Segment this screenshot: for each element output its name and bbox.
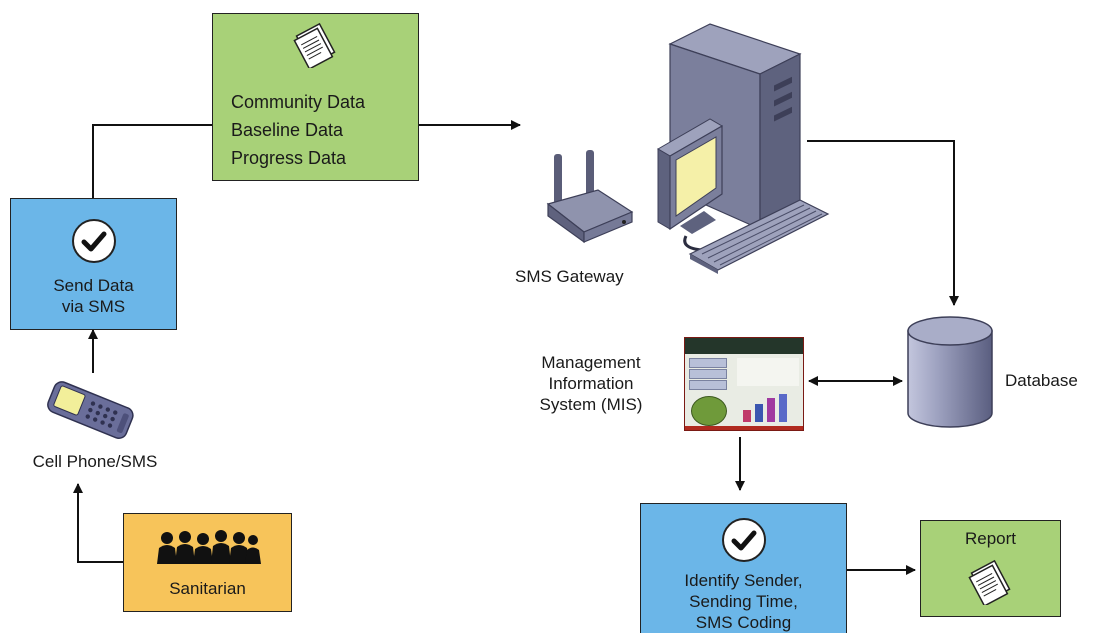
database-icon [907, 316, 993, 428]
data-type-community: Community Data [231, 92, 366, 112]
mis-screenshot [684, 337, 804, 431]
router-icon [546, 150, 634, 244]
send-data-box: Send Data via SMS [10, 198, 177, 330]
sanitarian-box: Sanitarian [123, 513, 292, 612]
document-icon [968, 559, 1011, 605]
data-types-box: Community Data Baseline Data Progress Da… [212, 13, 419, 181]
data-type-progress: Progress Data [231, 148, 347, 168]
checkmark-icon [72, 219, 116, 263]
send-data-line-2: via SMS [61, 297, 126, 316]
send-data-label: Send Data via SMS [11, 275, 176, 317]
identify-line-3: SMS Coding [695, 613, 792, 632]
data-type-baseline: Baseline Data [231, 120, 344, 140]
arrow-sanitarian-to-phone [73, 483, 123, 563]
identify-box: Identify Sender, Sending Time, SMS Codin… [640, 503, 847, 633]
arrow-send-to-data [92, 124, 212, 198]
data-types-list: Community Data Baseline Data Progress Da… [231, 88, 365, 172]
document-icon [293, 22, 336, 68]
identify-line-2: Sending Time, [689, 592, 798, 611]
checkmark-icon [722, 518, 766, 562]
cell-phone-icon [47, 381, 134, 439]
report-label: Report [964, 529, 1017, 548]
mis-label: Management Information System (MIS) [516, 352, 666, 415]
cell-phone-label: Cell Phone/SMS [32, 452, 158, 471]
send-data-line-1: Send Data [53, 276, 134, 295]
identify-label: Identify Sender, Sending Time, SMS Codin… [641, 570, 846, 633]
report-box: Report [920, 520, 1061, 617]
sms-gateway-label: SMS Gateway [515, 267, 624, 286]
identify-line-1: Identify Sender, [684, 571, 803, 590]
arrow-server-to-database [807, 140, 959, 306]
mis-label-line-3: System (MIS) [539, 395, 643, 414]
sanitarian-label: Sanitarian [169, 579, 246, 598]
database-label: Database [1005, 371, 1078, 390]
people-group-icon [157, 530, 261, 564]
mis-label-line-1: Management [541, 353, 641, 372]
mis-label-line-2: Information [548, 374, 634, 393]
computer-icon [657, 23, 830, 274]
